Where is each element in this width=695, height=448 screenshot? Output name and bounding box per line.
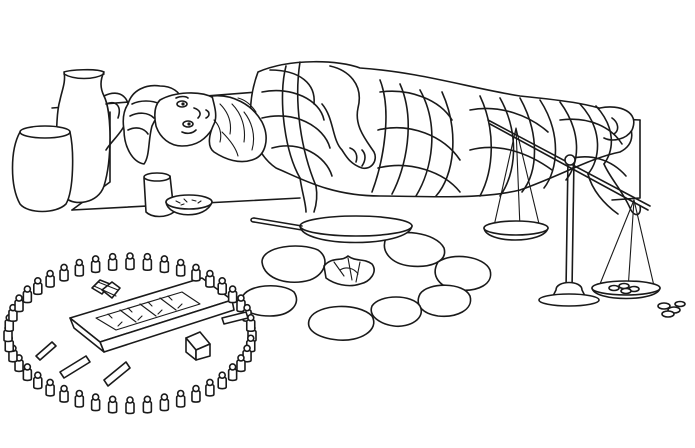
game-piece xyxy=(45,269,55,288)
game-piece xyxy=(107,252,118,272)
game-piece xyxy=(159,393,170,412)
round-pot xyxy=(11,125,74,213)
bearded-head xyxy=(122,84,267,165)
wrapped-man-body xyxy=(249,60,642,216)
game-piece xyxy=(90,255,101,274)
game-piece xyxy=(191,263,201,282)
game-piece xyxy=(90,393,101,412)
game-piece xyxy=(236,294,246,313)
game-piece xyxy=(159,255,170,274)
game-piece xyxy=(22,363,33,382)
game-piece xyxy=(32,371,43,390)
food-bowl xyxy=(165,194,213,216)
game-piece xyxy=(205,269,215,288)
game-piece xyxy=(74,389,85,408)
game-piece xyxy=(14,294,24,313)
loose-coins xyxy=(657,300,686,318)
game-piece xyxy=(217,371,228,390)
game-piece xyxy=(59,263,69,282)
game-piece xyxy=(22,285,33,304)
piece-cluster xyxy=(91,279,121,299)
game-piece xyxy=(59,384,69,403)
game-piece xyxy=(125,252,135,271)
game-piece xyxy=(217,277,228,296)
game-piece xyxy=(125,396,135,415)
game-piece xyxy=(191,384,201,403)
game-piece xyxy=(45,378,55,397)
game-piece xyxy=(142,252,153,272)
game-piece xyxy=(205,378,215,397)
game-piece xyxy=(227,285,238,304)
small-cup xyxy=(143,172,175,218)
game-piece xyxy=(107,395,118,414)
game-piece xyxy=(175,389,186,408)
balance-scale xyxy=(483,119,661,307)
fire-pit xyxy=(241,215,492,341)
game-piece xyxy=(236,354,246,373)
game-piece xyxy=(142,395,153,414)
casting-sticks xyxy=(35,311,249,387)
game-pieces-ring xyxy=(3,252,257,415)
game-piece xyxy=(32,277,43,296)
game-piece xyxy=(227,363,238,382)
game-piece xyxy=(74,258,85,277)
game-piece xyxy=(175,258,186,277)
game-board xyxy=(69,277,235,361)
